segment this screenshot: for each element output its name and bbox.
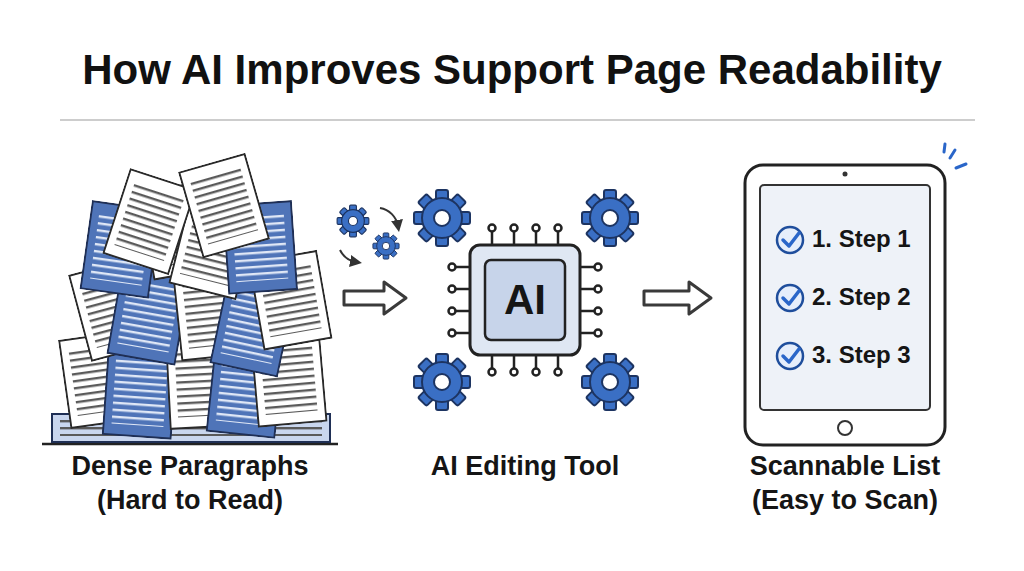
- flow-arrow: [644, 282, 711, 314]
- list-step: 1. Step 1: [812, 224, 911, 254]
- pin-end: [511, 225, 518, 232]
- pin-end: [595, 264, 602, 271]
- list-step: 2. Step 2: [812, 282, 911, 312]
- pin-end: [533, 369, 540, 376]
- ai-chip: [414, 190, 638, 410]
- small-gears: [337, 205, 399, 262]
- title: How AI Improves Support Page Readability: [0, 46, 1024, 94]
- paper-pile: [42, 154, 338, 444]
- flow-arrow: [344, 282, 406, 314]
- pin-end: [449, 330, 456, 337]
- ai-chip-node: AI AI Editing Tool: [410, 160, 640, 530]
- title-rule: [60, 119, 975, 121]
- pin-end: [511, 369, 518, 376]
- pin-end: [489, 369, 496, 376]
- pin-end: [449, 264, 456, 271]
- chip-label: AI: [504, 274, 546, 327]
- pin-end: [595, 308, 602, 315]
- pin-end: [555, 225, 562, 232]
- list-step: 3. Step 3: [812, 340, 911, 370]
- pin-end: [595, 330, 602, 337]
- pin-end: [555, 369, 562, 376]
- tablet: [745, 144, 966, 445]
- pin-end: [489, 225, 496, 232]
- pin-end: [449, 286, 456, 293]
- paper-pile-node: Dense Paragraphs (Hard to Read): [40, 160, 340, 530]
- tablet-node: 1. Step 1 2. Step 2 3. Step 3 Scannable Lis…: [715, 160, 975, 530]
- stage-label: AI Editing Tool: [410, 450, 640, 484]
- pin-end: [595, 286, 602, 293]
- stage-label: Dense Paragraphs (Hard to Read): [40, 450, 340, 518]
- pin-end: [533, 225, 540, 232]
- pin-end: [449, 308, 456, 315]
- stage-label: Scannable List (Easy to Scan): [715, 450, 975, 518]
